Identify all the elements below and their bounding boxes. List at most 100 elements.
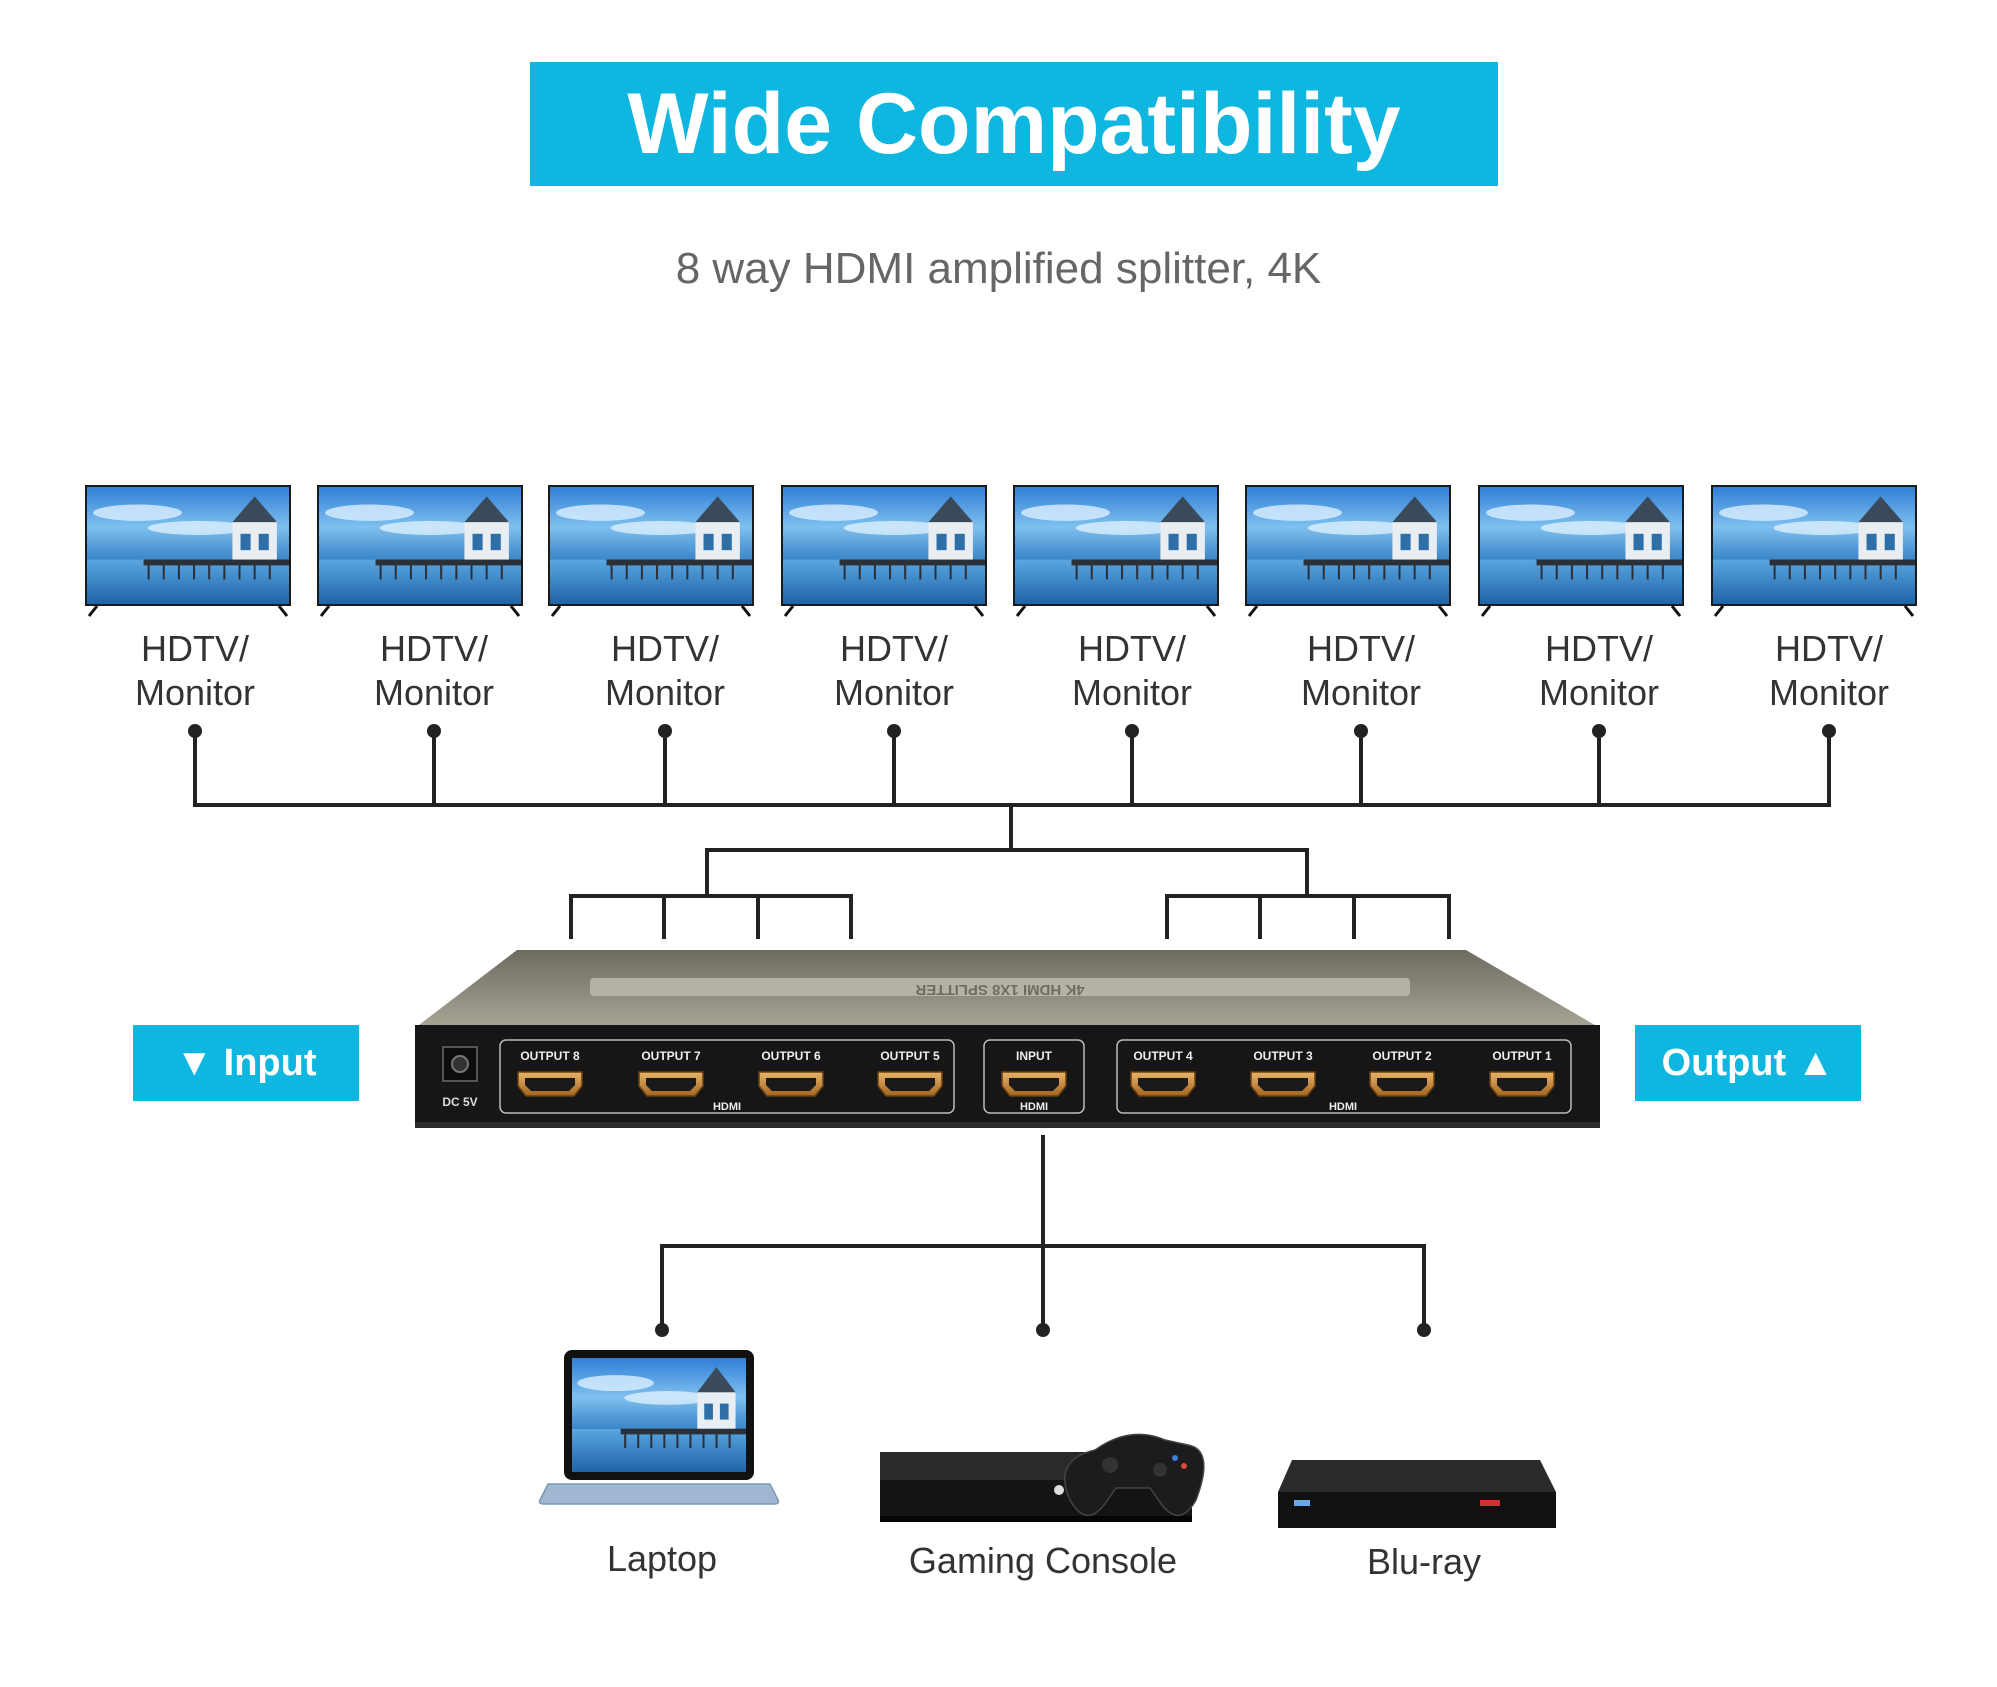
monitor-leg bbox=[550, 605, 562, 617]
monitor-leg bbox=[319, 605, 331, 617]
monitor-icon bbox=[1478, 485, 1684, 617]
monitor-label-line1: HDTV/ bbox=[840, 628, 948, 669]
monitor-leg bbox=[277, 605, 289, 617]
monitor-label-line2: Monitor bbox=[604, 672, 726, 713]
input-port: INPUT bbox=[1001, 1049, 1067, 1097]
monitor-icon bbox=[1013, 485, 1219, 617]
right-port-group-frame bbox=[1116, 1039, 1572, 1114]
monitor-label: HDTV/Monitor bbox=[85, 627, 305, 715]
output-banner: Output ▲ bbox=[1635, 1025, 1861, 1101]
monitor-leg bbox=[1670, 605, 1682, 617]
output-label: Output ▲ bbox=[1661, 1041, 1835, 1084]
monitor-leg bbox=[1480, 605, 1492, 617]
monitor-label: HDTV/Monitor bbox=[1251, 627, 1471, 715]
controller-button bbox=[1181, 1463, 1187, 1469]
port-label: OUTPUT 8 bbox=[520, 1049, 580, 1063]
source-label: Laptop bbox=[606, 1538, 718, 1579]
output-port: OUTPUT 5 bbox=[877, 1049, 943, 1097]
source-devices bbox=[538, 1350, 1556, 1528]
connector-dot bbox=[1036, 1323, 1050, 1337]
right-group-hdmi-label: HDMI bbox=[1329, 1101, 1357, 1113]
monitor-label-line2: Monitor bbox=[1768, 672, 1890, 713]
monitor-label-line1: HDTV/ bbox=[1078, 628, 1186, 669]
controller-stick bbox=[1153, 1463, 1167, 1477]
hdmi-port-slot bbox=[1138, 1078, 1188, 1091]
monitor-label: HDTV/Monitor bbox=[1719, 627, 1939, 715]
bluray-player-icon bbox=[1278, 1460, 1556, 1528]
console-logo bbox=[1054, 1485, 1064, 1495]
dc-label: DC 5V bbox=[442, 1095, 477, 1109]
port-label: OUTPUT 5 bbox=[880, 1049, 940, 1063]
controller bbox=[1064, 1433, 1205, 1516]
monitor-label: HDTV/Monitor bbox=[784, 627, 1004, 715]
monitor-label-line1: HDTV/ bbox=[380, 628, 488, 669]
monitor-leg bbox=[783, 605, 795, 617]
subtitle: 8 way HDMI amplified splitter, 4K bbox=[675, 244, 1322, 293]
bluray-front bbox=[1278, 1492, 1556, 1528]
left-group-hdmi-label: HDMI bbox=[713, 1101, 741, 1113]
connector-dot bbox=[1417, 1323, 1431, 1337]
monitor-icon bbox=[85, 485, 291, 617]
monitor-icon bbox=[1711, 485, 1917, 617]
monitor-label-line2: Monitor bbox=[1538, 672, 1660, 713]
source-label: Gaming Console bbox=[908, 1540, 1178, 1581]
monitors-layer bbox=[85, 485, 1917, 617]
hdmi-port-slot bbox=[525, 1078, 575, 1091]
monitor-leg bbox=[1713, 605, 1725, 617]
output-port: OUTPUT 7 bbox=[638, 1049, 704, 1097]
monitor-label-line1: HDTV/ bbox=[1307, 628, 1415, 669]
monitor-label-line1: HDTV/ bbox=[611, 628, 719, 669]
laptop-icon bbox=[538, 1350, 780, 1505]
port-label: OUTPUT 3 bbox=[1253, 1049, 1313, 1063]
monitor-label: HDTV/Monitor bbox=[1489, 627, 1709, 715]
monitor-leg bbox=[1247, 605, 1259, 617]
monitor-leg bbox=[740, 605, 752, 617]
monitor-leg bbox=[87, 605, 99, 617]
monitor-label-line2: Monitor bbox=[134, 672, 256, 713]
source-label: Blu-ray bbox=[1366, 1541, 1482, 1582]
output-port: OUTPUT 2 bbox=[1369, 1049, 1435, 1097]
monitor-label: HDTV/Monitor bbox=[555, 627, 775, 715]
monitor-icon bbox=[317, 485, 523, 617]
splitter-bottom-edge bbox=[415, 1122, 1600, 1128]
monitor-label-line2: Monitor bbox=[1300, 672, 1422, 713]
port-label: OUTPUT 4 bbox=[1133, 1049, 1193, 1063]
dc-jack bbox=[442, 1046, 478, 1082]
monitor-label-line1: HDTV/ bbox=[1775, 628, 1883, 669]
bluray-logo bbox=[1294, 1500, 1310, 1506]
hdmi-port-slot bbox=[1377, 1078, 1427, 1091]
monitor-leg bbox=[973, 605, 985, 617]
output-port: OUTPUT 4 bbox=[1130, 1049, 1196, 1097]
monitor-label: HDTV/Monitor bbox=[1022, 627, 1242, 715]
monitor-leg bbox=[1903, 605, 1915, 617]
monitor-label-line1: HDTV/ bbox=[141, 628, 249, 669]
monitor-label-line2: Monitor bbox=[373, 672, 495, 713]
input-label: ▼ Input bbox=[175, 1041, 317, 1084]
port-label: OUTPUT 1 bbox=[1492, 1049, 1552, 1063]
port-label: OUTPUT 6 bbox=[761, 1049, 821, 1063]
splitter-top-label-plate bbox=[590, 978, 1410, 996]
controller-button bbox=[1172, 1455, 1178, 1461]
monitor-icon bbox=[548, 485, 754, 617]
splitter-top-label: 4K HDMI 1X8 SPLITTER bbox=[915, 981, 1084, 998]
input-hdmi-label: HDMI bbox=[1020, 1101, 1048, 1113]
bluray-power-indicator bbox=[1480, 1500, 1500, 1506]
left-port-group-frame bbox=[499, 1039, 955, 1114]
monitor-label-line2: Monitor bbox=[833, 672, 955, 713]
input-banner: ▼ Input bbox=[133, 1025, 359, 1101]
monitor-label-line1: HDTV/ bbox=[1545, 628, 1653, 669]
connection-lines bbox=[188, 724, 1836, 1337]
console-base bbox=[880, 1516, 1192, 1522]
monitor-leg bbox=[1205, 605, 1217, 617]
hdmi-port-slot bbox=[885, 1078, 935, 1091]
page-title: Wide Compatibility bbox=[627, 75, 1401, 172]
hdmi-port-slot bbox=[1009, 1078, 1059, 1091]
hdmi-port-slot bbox=[646, 1078, 696, 1091]
bluray-top bbox=[1278, 1460, 1556, 1492]
monitor-icon bbox=[1245, 485, 1451, 617]
output-port: OUTPUT 6 bbox=[758, 1049, 824, 1097]
monitor-label: HDTV/Monitor bbox=[324, 627, 544, 715]
splitter-device: 4K HDMI 1X8 SPLITTER DC 5V OUTPUT 8 OUTPUT … bbox=[415, 950, 1600, 1128]
output-port: OUTPUT 3 bbox=[1250, 1049, 1316, 1097]
